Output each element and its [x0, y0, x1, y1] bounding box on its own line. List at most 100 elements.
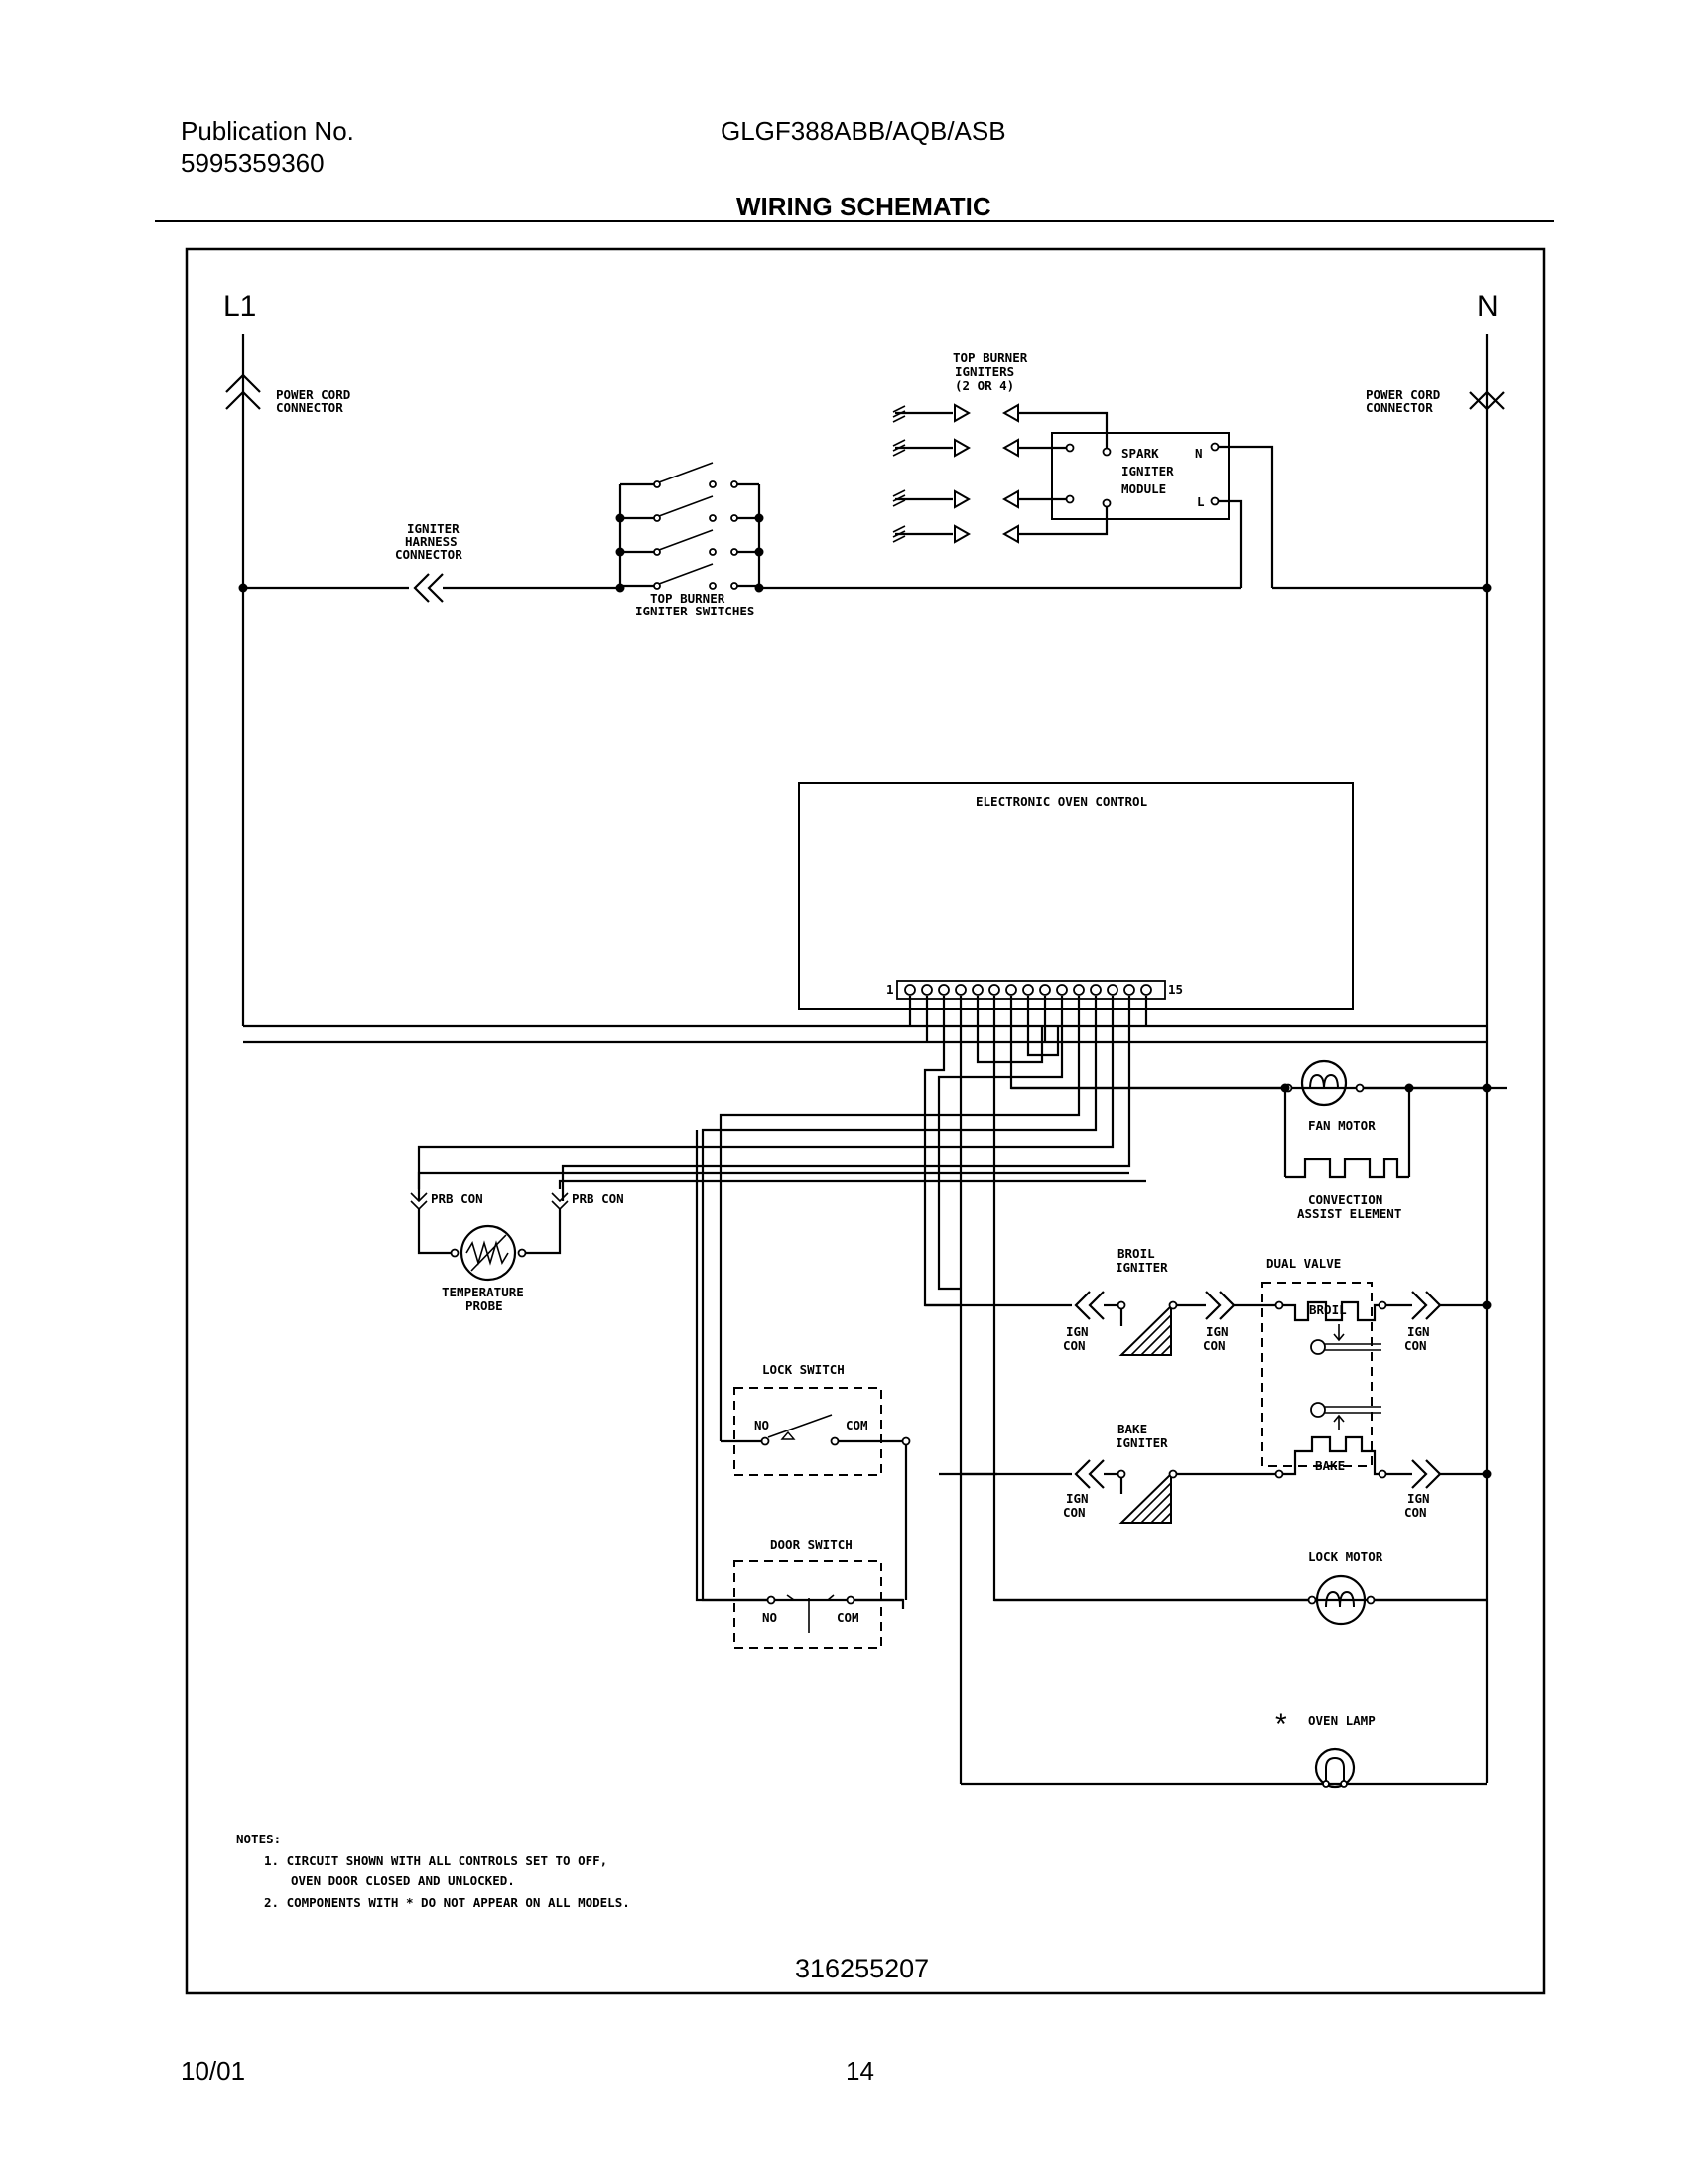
- connector-pin: [1123, 984, 1135, 996]
- top-burner-switches-line2: IGNITER SWITCHES: [635, 604, 754, 618]
- note1-line2: OVEN DOOR CLOSED AND UNLOCKED.: [291, 1873, 515, 1888]
- connector-pin: [955, 984, 967, 996]
- connector-pin: [904, 984, 916, 996]
- convection-line1: CONVECTION: [1308, 1192, 1382, 1207]
- connector-pin: [1005, 984, 1017, 996]
- ign-con-broil-left-2: CON: [1063, 1338, 1086, 1353]
- title-rule: [155, 220, 1554, 222]
- broil-igniter-line2: IGNITER: [1116, 1260, 1168, 1275]
- connector-pin: [921, 984, 933, 996]
- dual-valve-label: DUAL VALVE: [1266, 1256, 1341, 1271]
- door-switch-com: COM: [837, 1610, 859, 1625]
- ign-con-broil-right-1: IGN: [1407, 1324, 1430, 1339]
- power-cord-right-line2: CONNECTOR: [1366, 400, 1433, 415]
- top-burner-switches: [615, 462, 764, 593]
- power-cord-left-line1: POWER CORD: [276, 387, 350, 402]
- eoc-connector-pins: [904, 984, 1152, 996]
- ign-con-broil-right-2: CON: [1404, 1338, 1427, 1353]
- lock-switch-com: COM: [846, 1418, 868, 1432]
- top-burner-switches-line1: TOP BURNER: [650, 591, 725, 606]
- prb-con-right: PRB CON: [572, 1191, 624, 1206]
- temp-probe-line2: PROBE: [465, 1298, 503, 1313]
- fan-motor-label: FAN MOTOR: [1308, 1118, 1376, 1133]
- ign-con-bake-right-1: IGN: [1407, 1491, 1430, 1506]
- igniter-harness-line1: IGNITER: [407, 521, 460, 536]
- electronic-oven-control: [798, 782, 1354, 1010]
- footer-date: 10/01: [181, 2056, 246, 2086]
- lock-motor-label: LOCK MOTOR: [1308, 1549, 1383, 1564]
- igniter-harness-line: [238, 573, 1492, 603]
- ign-con-broil-mid-2: CON: [1203, 1338, 1226, 1353]
- spark-module-line1: SPARK: [1121, 446, 1159, 461]
- model-number: GLGF388ABB/AQB/ASB: [721, 116, 1006, 146]
- connector-pin: [972, 984, 984, 996]
- temp-probe-line1: TEMPERATURE: [442, 1285, 524, 1299]
- n-label: N: [1477, 290, 1499, 323]
- ign-con-broil-left-1: IGN: [1066, 1324, 1089, 1339]
- igniters-line3: (2 OR 4): [955, 378, 1014, 393]
- publication-number: 5995359360: [181, 148, 325, 178]
- part-number: 316255207: [795, 1954, 929, 1983]
- pin-first-label: 1: [886, 982, 894, 997]
- spark-module: [1051, 432, 1274, 588]
- spark-n-label: N: [1195, 446, 1203, 461]
- connector-pin: [1056, 984, 1068, 996]
- connector-pin: [1022, 984, 1034, 996]
- page-title: WIRING SCHEMATIC: [736, 192, 991, 221]
- pin-last-label: 15: [1168, 982, 1183, 997]
- connector-pin: [1140, 984, 1152, 996]
- note1-line1: 1. CIRCUIT SHOWN WITH ALL CONTROLS SET T…: [264, 1853, 607, 1868]
- door-switch: [695, 1130, 903, 1649]
- bake-igniter-line1: BAKE: [1117, 1422, 1147, 1436]
- connector-pin: [1039, 984, 1051, 996]
- igniters-line2: IGNITERS: [955, 364, 1014, 379]
- convection-line2: ASSIST ELEMENT: [1297, 1206, 1401, 1221]
- oven-lamp-label: OVEN LAMP: [1308, 1713, 1376, 1728]
- ign-con-broil-mid-1: IGN: [1206, 1324, 1229, 1339]
- connector-pin: [1073, 984, 1085, 996]
- igniter-harness-line3: CONNECTOR: [395, 547, 462, 562]
- notes-title: NOTES:: [236, 1832, 281, 1846]
- ign-con-bake-right-2: CON: [1404, 1505, 1427, 1520]
- door-switch-label: DOOR SWITCH: [770, 1537, 853, 1552]
- power-cord-right-line1: POWER CORD: [1366, 387, 1440, 402]
- oven-lamp: [1314, 1747, 1356, 1789]
- bake-circuit: [939, 1402, 1492, 1524]
- n-bus: [243, 334, 1505, 1783]
- connector-pin: [988, 984, 1000, 996]
- footer-page: 14: [846, 2056, 874, 2086]
- bake-label: BAKE: [1315, 1458, 1345, 1473]
- temperature-probe: [410, 1171, 1146, 1282]
- connector-pin: [1107, 984, 1118, 996]
- broil-label: BROIL: [1309, 1302, 1347, 1317]
- spark-module-line2: IGNITER: [1121, 464, 1174, 478]
- lock-motor: [994, 1574, 1487, 1626]
- ign-con-bake-left-1: IGN: [1066, 1491, 1089, 1506]
- broil-circuit: [925, 1291, 1492, 1356]
- lock-switch-label: LOCK SWITCH: [762, 1362, 845, 1377]
- lock-switch: [721, 1387, 911, 1600]
- broil-igniter-line1: BROIL: [1117, 1246, 1155, 1261]
- top-burner-igniters: [892, 403, 1109, 544]
- bake-igniter-line2: IGNITER: [1116, 1435, 1168, 1450]
- fan-motor-assembly: [1011, 1059, 1492, 1179]
- oven-lamp-asterisk: *: [1275, 1708, 1287, 1741]
- dual-valve-box: [1261, 1282, 1373, 1467]
- spark-l-label: L: [1197, 494, 1205, 509]
- connector-pin: [938, 984, 950, 996]
- note2: 2. COMPONENTS WITH * DO NOT APPEAR ON AL…: [264, 1895, 630, 1910]
- l1-label: L1: [223, 290, 256, 323]
- connector-pin: [1090, 984, 1102, 996]
- schematic-frame: [185, 247, 1546, 1995]
- ign-con-bake-left-2: CON: [1063, 1505, 1086, 1520]
- l1-bus: [225, 334, 1487, 1028]
- publication-label: Publication No.: [181, 116, 354, 146]
- door-switch-no: NO: [762, 1610, 777, 1625]
- eoc-label: ELECTRONIC OVEN CONTROL: [976, 794, 1148, 809]
- control-wiring: [417, 996, 1507, 1786]
- power-cord-left-line2: CONNECTOR: [276, 400, 343, 415]
- igniter-harness-line2: HARNESS: [405, 534, 458, 549]
- prb-con-left: PRB CON: [431, 1191, 483, 1206]
- lock-switch-no: NO: [754, 1418, 769, 1432]
